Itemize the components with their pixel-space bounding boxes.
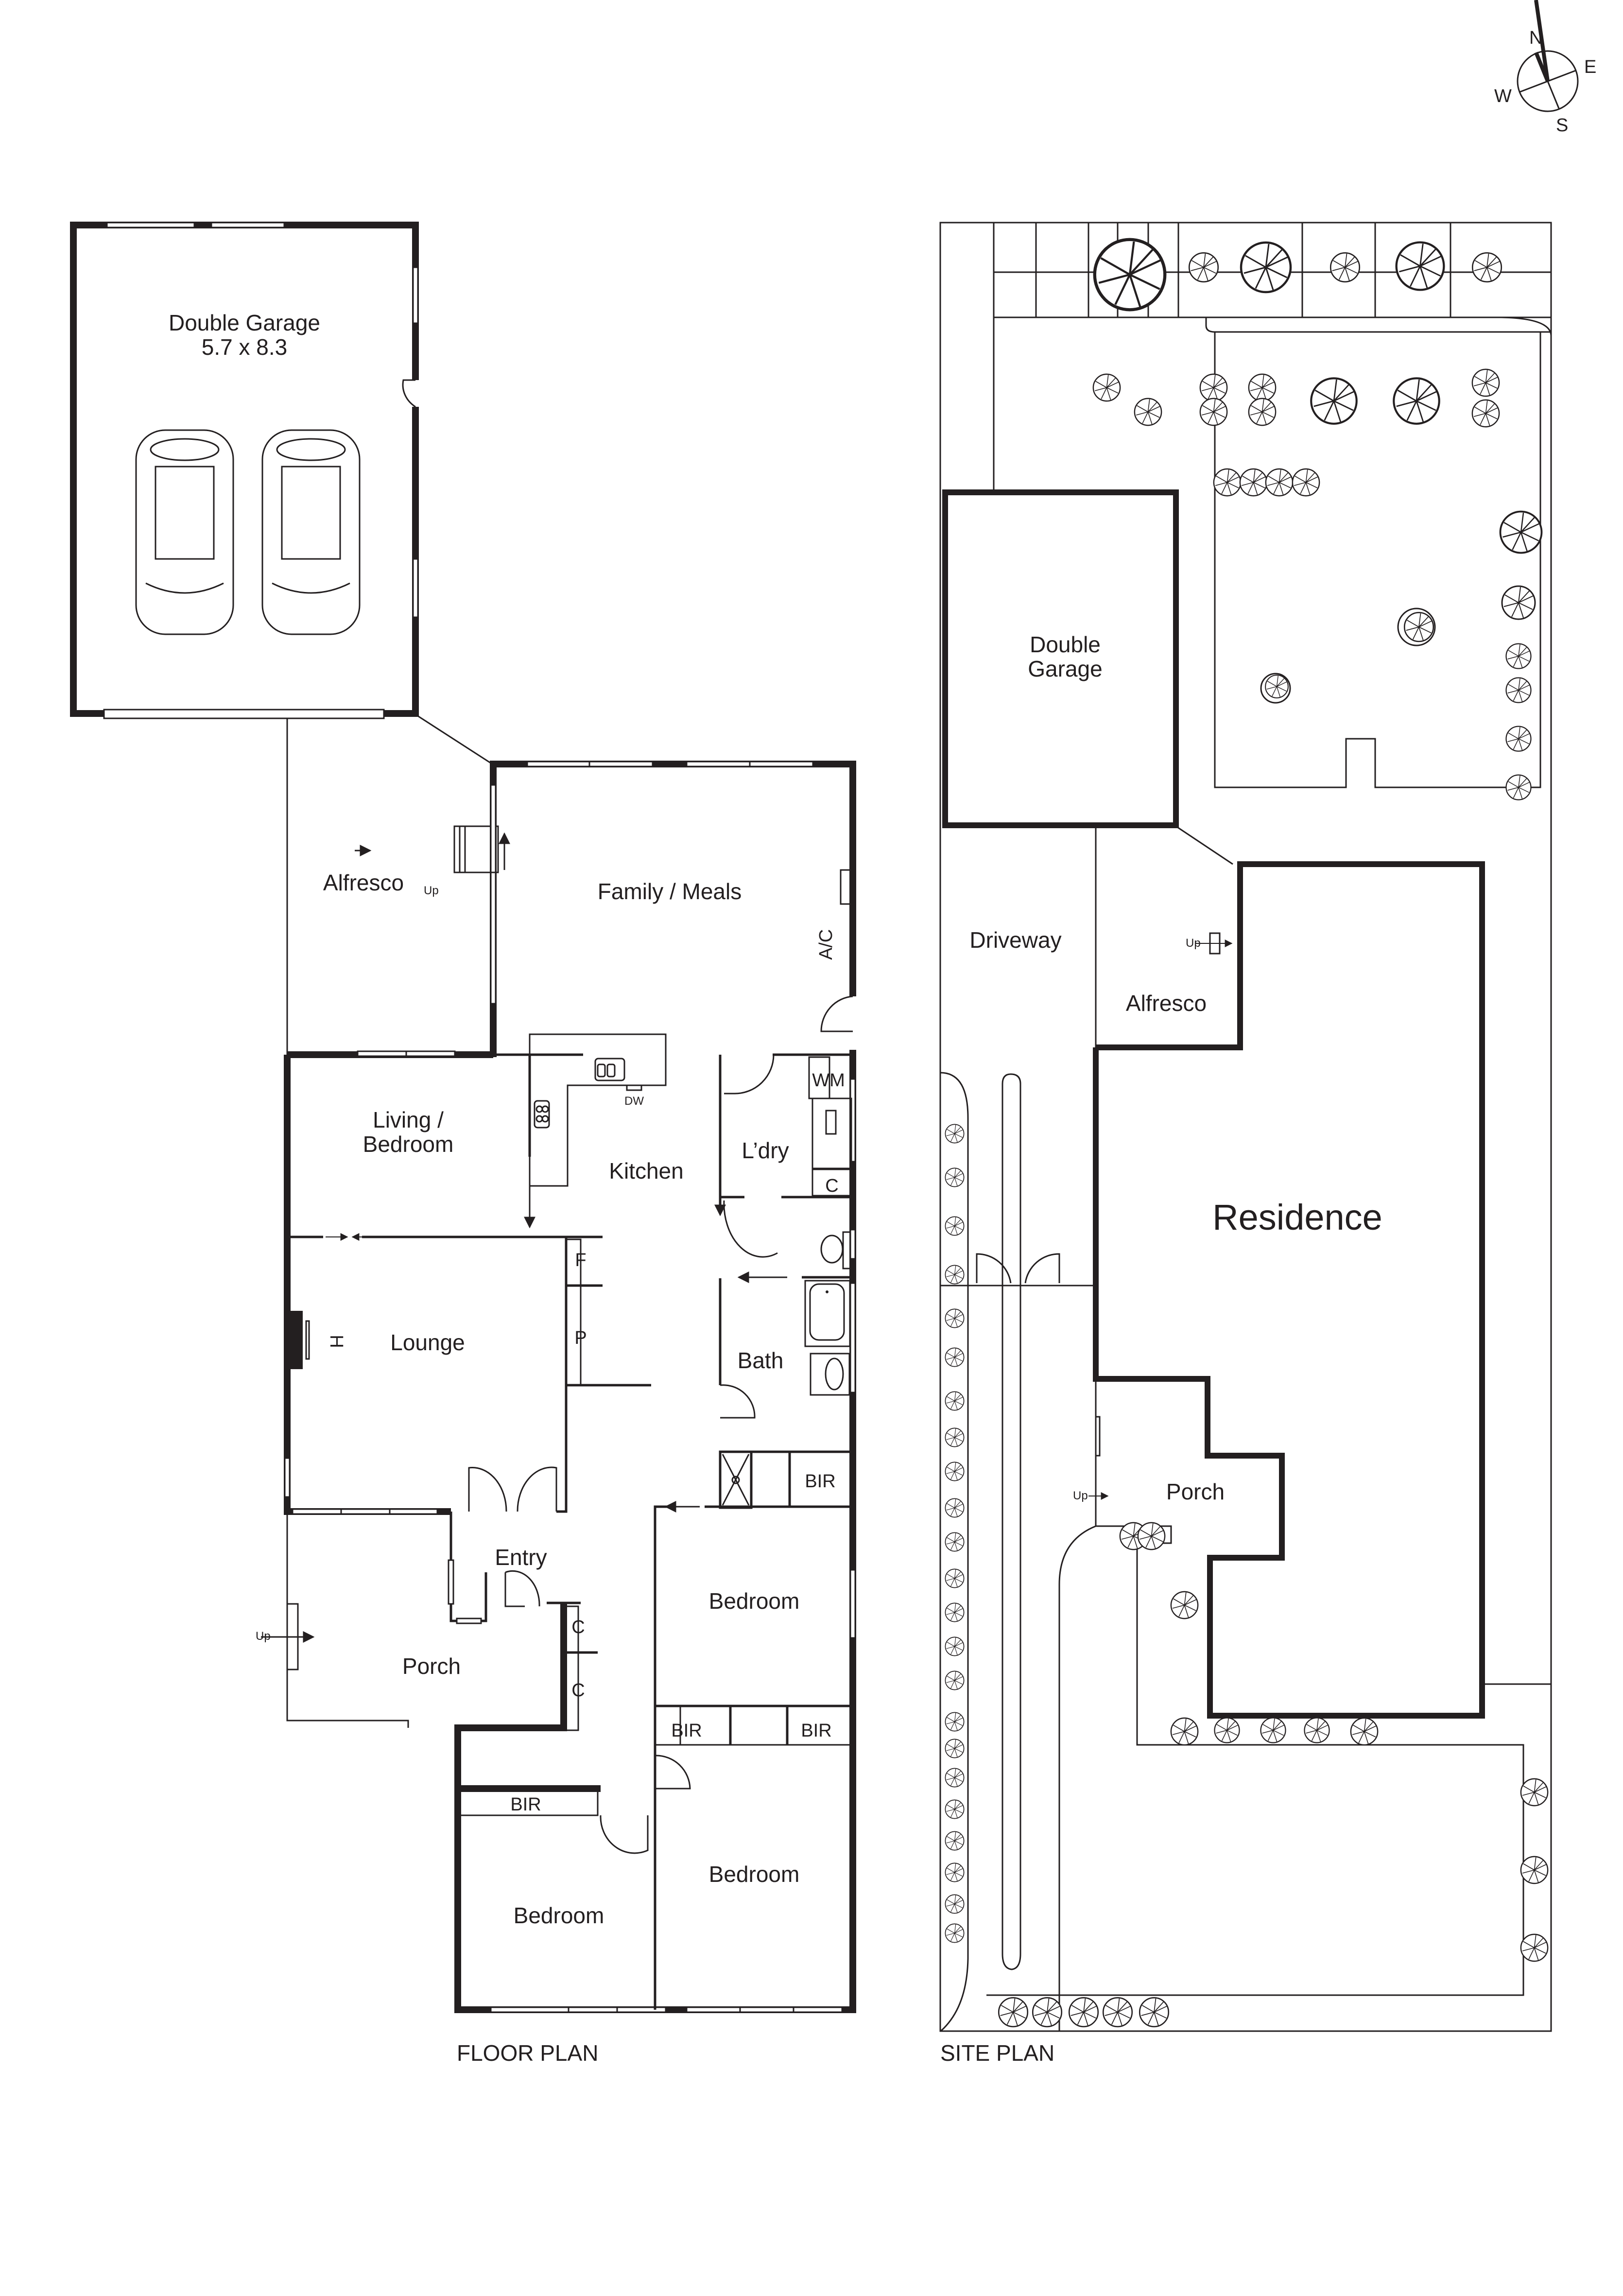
room-label-bedroom-east-upper: Bedroom: [709, 1588, 800, 1614]
fixture-bir-bed-right-label: BIR: [801, 1721, 831, 1741]
fixture-bir-bed-west-label: BIR: [510, 1794, 541, 1815]
kitchen-bench: DW: [493, 1033, 667, 1187]
basin-icon: [825, 1357, 844, 1391]
porch-steps-up-label: Up: [256, 1630, 271, 1643]
room-dimensions-double-garage: 5.7 x 8.3: [202, 334, 287, 360]
room-label-kitchen: Kitchen: [609, 1158, 683, 1183]
fixture-fridge-label: F: [575, 1250, 586, 1270]
site-label-garage-line1: Double: [1030, 632, 1101, 657]
garage-outline: [70, 222, 420, 719]
fixture-cupboard-hall-2-label: C: [571, 1680, 585, 1701]
fixture-bir-bed-left-label: BIR: [671, 1721, 702, 1741]
site-plan-title: SITE PLAN: [940, 2040, 1054, 2066]
fixture-heater-label: H: [326, 1335, 346, 1348]
car-icon-right: [261, 429, 361, 635]
room-label-family-meals: Family / Meals: [598, 879, 742, 904]
fixture-cupboard-laundry-label: C: [825, 1176, 838, 1196]
room-label-bath: Bath: [738, 1348, 784, 1373]
cooktop-icon: [534, 1100, 550, 1129]
site-label-driveway: Driveway: [969, 927, 1061, 953]
fixture-ac-label: A/C: [816, 929, 836, 960]
compass-north-label: N: [1529, 28, 1542, 48]
fixture-cupboard-hall-1-label: C: [571, 1617, 585, 1637]
room-label-lounge: Lounge: [390, 1330, 465, 1355]
site-boundary: [939, 222, 1552, 2032]
fixture-bir-bath-label: BIR: [805, 1471, 835, 1492]
house-walls: [284, 761, 856, 2013]
alfresco-steps-up-label: Up: [424, 884, 439, 897]
car-icon-left: [135, 429, 234, 635]
tree-icons: [945, 240, 1549, 2028]
residence-outline: [1093, 861, 1485, 1719]
compass-south-label: S: [1556, 115, 1568, 136]
toilet-icon: [820, 1235, 844, 1264]
fixture-dishwasher-label: DW: [624, 1095, 644, 1108]
compass-east-label: E: [1584, 57, 1596, 77]
room-label-porch: Porch: [402, 1653, 461, 1679]
site-alfresco-steps-up-label: Up: [1186, 937, 1201, 950]
room-label-living-bedroom-line1: Living /: [373, 1107, 444, 1132]
compass-west-label: W: [1494, 86, 1512, 106]
floor-plan: Double Garage 5.7 x 8.3 Alfresco Up: [70, 222, 856, 2066]
room-label-bedroom-west-lower: Bedroom: [514, 1903, 604, 1928]
room-label-alfresco: Alfresco: [323, 870, 404, 895]
site-label-alfresco: Alfresco: [1126, 991, 1207, 1016]
fixture-washing-machine-label: WM: [812, 1070, 845, 1091]
fireplace-icon: [290, 1311, 303, 1369]
room-label-entry: Entry: [495, 1545, 547, 1570]
sink-icon: [594, 1058, 625, 1081]
compass: N E S W: [1494, 0, 1596, 136]
site-garage-outline: [942, 489, 1179, 828]
floor-plan-title: FLOOR PLAN: [457, 2040, 598, 2066]
room-label-bedroom-east-lower: Bedroom: [709, 1861, 800, 1887]
site-label-garage-line2: Garage: [1028, 656, 1102, 681]
bathtub-icon: [809, 1283, 845, 1341]
site-porch-steps-up-label: Up: [1073, 1489, 1088, 1502]
site-label-residence: Residence: [1212, 1197, 1382, 1237]
room-label-laundry: L’dry: [742, 1138, 789, 1163]
fixture-pantry-label: P: [574, 1328, 587, 1348]
shower-drain-icon: [731, 1476, 740, 1484]
room-label-double-garage: Double Garage: [169, 310, 320, 335]
room-label-living-bedroom-line2: Bedroom: [363, 1131, 454, 1157]
site-plan: Double Garage Driveway Residence Alfresc…: [939, 222, 1552, 2066]
site-label-porch: Porch: [1166, 1479, 1225, 1504]
